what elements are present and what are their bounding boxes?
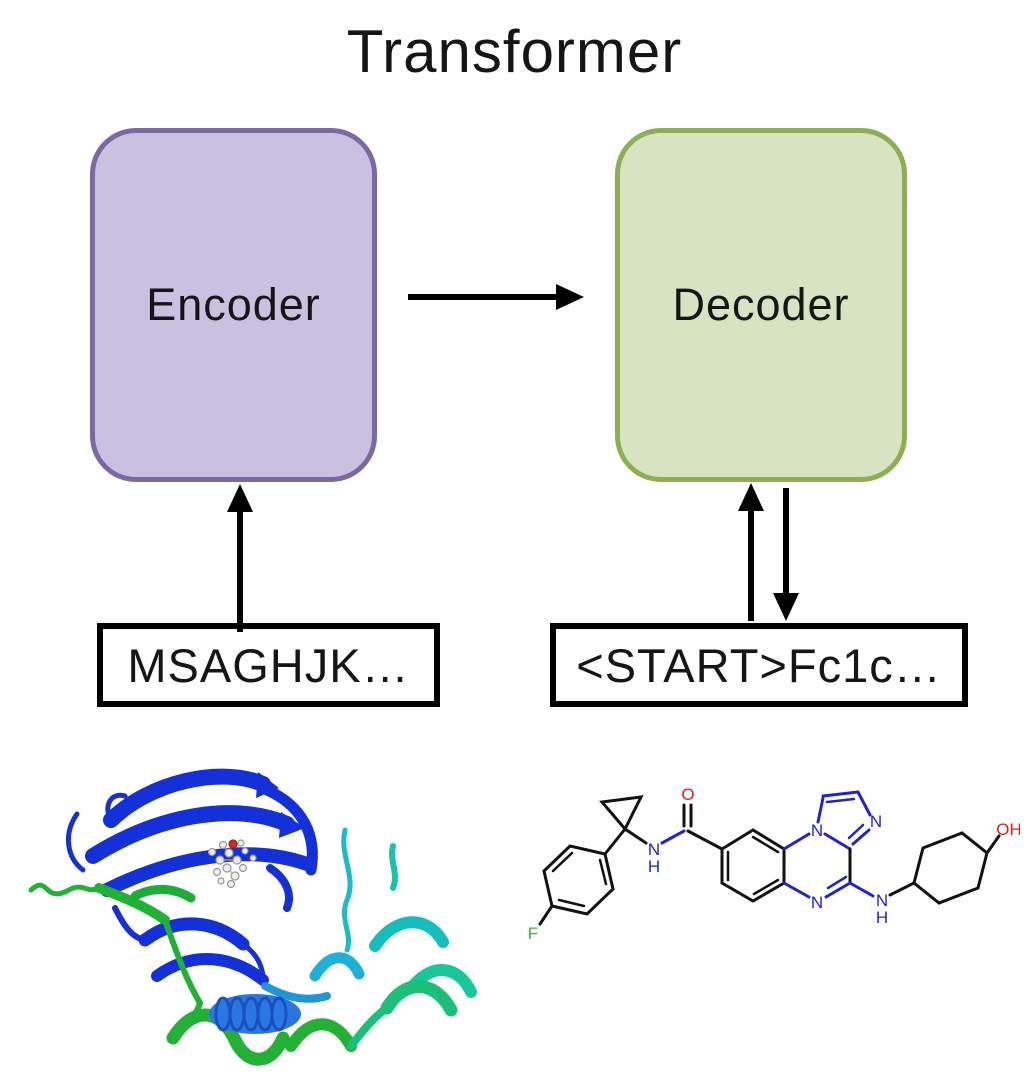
amine-nitrogen-label: N xyxy=(876,891,888,910)
protein-beta-sheets xyxy=(65,768,318,986)
protein-teal-helices xyxy=(261,827,477,1050)
amide-nitrogen-label: N xyxy=(648,840,660,859)
amide-hydrogen-label: H xyxy=(648,857,660,876)
molecule-atom-labels: F O N H N N N N H OH xyxy=(528,785,1020,943)
protein-central-helix xyxy=(209,994,301,1034)
amine-hydrogen-label: H xyxy=(876,908,888,927)
carbonyl-oxygen-label: O xyxy=(681,785,694,804)
molecule-imidazole-ring xyxy=(816,790,872,846)
fluorine-label: F xyxy=(528,924,538,943)
decoder-box: Decoder xyxy=(615,128,907,482)
arrow-decoder-to-output xyxy=(773,488,799,621)
decoder-output-text: <START>Fc1c… xyxy=(576,638,942,692)
decoder-label: Decoder xyxy=(672,279,850,330)
arrow-output-to-decoder xyxy=(738,483,764,621)
protein-green-helices xyxy=(28,882,357,1066)
encoder-input-text: MSAGHJK… xyxy=(127,638,410,692)
molecule-structure-image: F O N H N N N N H OH xyxy=(528,785,1020,943)
pyrazine-nitrogen-label: N xyxy=(811,893,823,912)
molecule-amide-group xyxy=(660,803,724,851)
arrow-input-to-encoder xyxy=(227,484,253,632)
encoder-box: Encoder xyxy=(90,128,377,482)
arrow-encoder-to-decoder xyxy=(408,284,584,310)
bridgehead-nitrogen-label: N xyxy=(811,821,823,840)
molecule-pyrazine-ring xyxy=(782,832,852,899)
protein-ribbon-image xyxy=(28,768,477,1066)
molecule-fluorophenyl-ring xyxy=(538,844,615,926)
diagram-title: Transformer xyxy=(346,18,683,85)
encoder-input-box: MSAGHJK… xyxy=(97,623,440,707)
molecule-amine-linker xyxy=(848,881,916,898)
molecule-cyclopropane-ring xyxy=(599,795,648,856)
decoder-output-box: <START>Fc1c… xyxy=(550,623,968,707)
molecule-quinoxaline-benzene xyxy=(720,828,786,903)
imidazole-nitrogen-label: N xyxy=(870,812,882,831)
molecule-cyclohexanol-ring xyxy=(912,831,1001,905)
hydroxyl-label: OH xyxy=(996,820,1020,839)
protein-ligand xyxy=(207,839,257,889)
encoder-label: Encoder xyxy=(146,279,321,330)
